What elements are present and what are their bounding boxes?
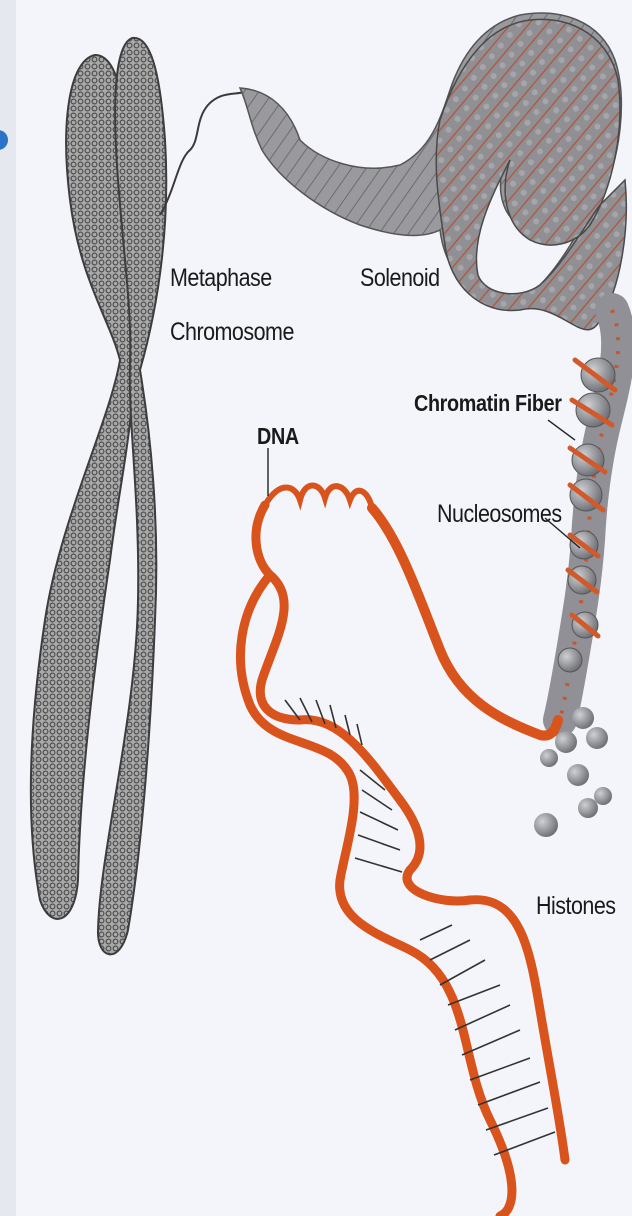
label-chromatin-fiber: Chromatin Fiber xyxy=(414,389,562,417)
label-solenoid: Solenoid xyxy=(360,264,440,292)
metaphase-chromosome xyxy=(31,38,166,955)
label-nucleosomes: Nucleosomes xyxy=(437,500,562,528)
connecting-fiber xyxy=(160,92,245,215)
chromatin-leader-line xyxy=(548,420,575,440)
label-chromosome: Chromosome xyxy=(170,318,294,346)
solenoid-dense-part xyxy=(436,19,626,329)
dna-double-helix xyxy=(240,486,565,1216)
label-dna: DNA xyxy=(257,422,299,450)
label-metaphase: Metaphase xyxy=(170,264,272,292)
label-histones: Histones xyxy=(536,892,616,920)
left-edge-strip xyxy=(0,0,16,1216)
